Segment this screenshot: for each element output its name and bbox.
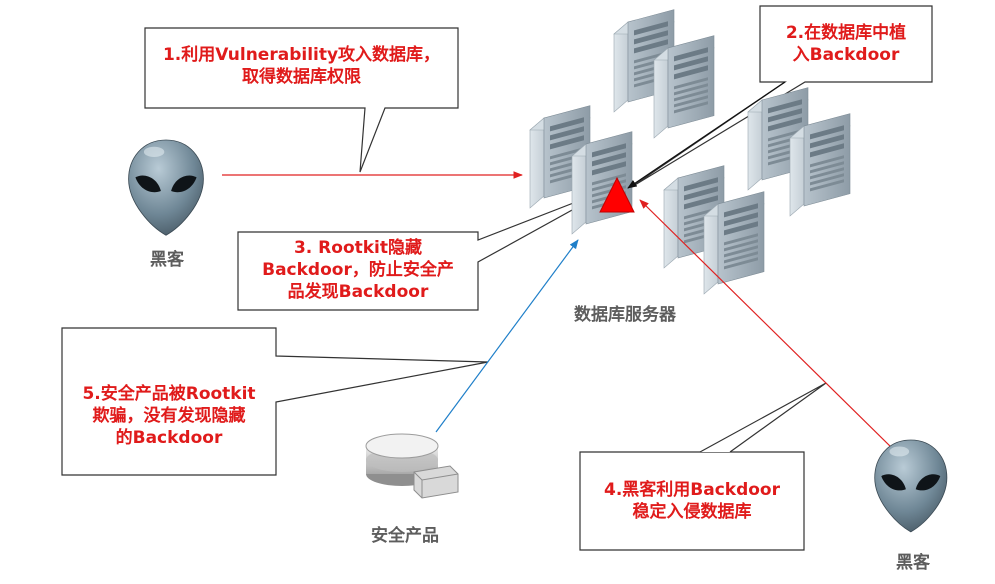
label-db-servers: 数据库服务器 [574, 305, 676, 325]
label-security-product: 安全产品 [371, 526, 439, 546]
callout-box-step3 [237, 187, 613, 311]
callout-step2: 2.在数据库中植 入Backdoor [785, 23, 907, 65]
implant-pointer [627, 81, 786, 189]
callout-step3: 3. Rootkit隐藏 Backdoor，防止安全产 品发现Backdoor [262, 238, 454, 302]
label-hacker-left: 黑客 [150, 250, 184, 270]
callout-box-step1 [144, 27, 459, 173]
callout-step4: 4.黑客利用Backdoor 稳定入侵数据库 [603, 480, 780, 522]
alien-head-icon [874, 439, 948, 533]
callout-step5: 5.安全产品被Rootkit 欺骗，没有发现隐藏 的Backdoor [82, 384, 256, 448]
warning-triangle-icon [599, 176, 635, 213]
callout-step1: 1.利用Vulnerability攻入数据库， 取得数据库权限 [162, 45, 441, 87]
attack-line-right [639, 199, 893, 449]
callout-box-step4 [579, 382, 827, 551]
scan-line [435, 239, 579, 433]
alien-head-icon [128, 139, 204, 236]
label-hacker-right: 黑客 [896, 553, 930, 573]
database-disk-icon [365, 433, 459, 499]
callout-box-step2 [629, 5, 933, 189]
callout-box-step5 [61, 327, 489, 476]
